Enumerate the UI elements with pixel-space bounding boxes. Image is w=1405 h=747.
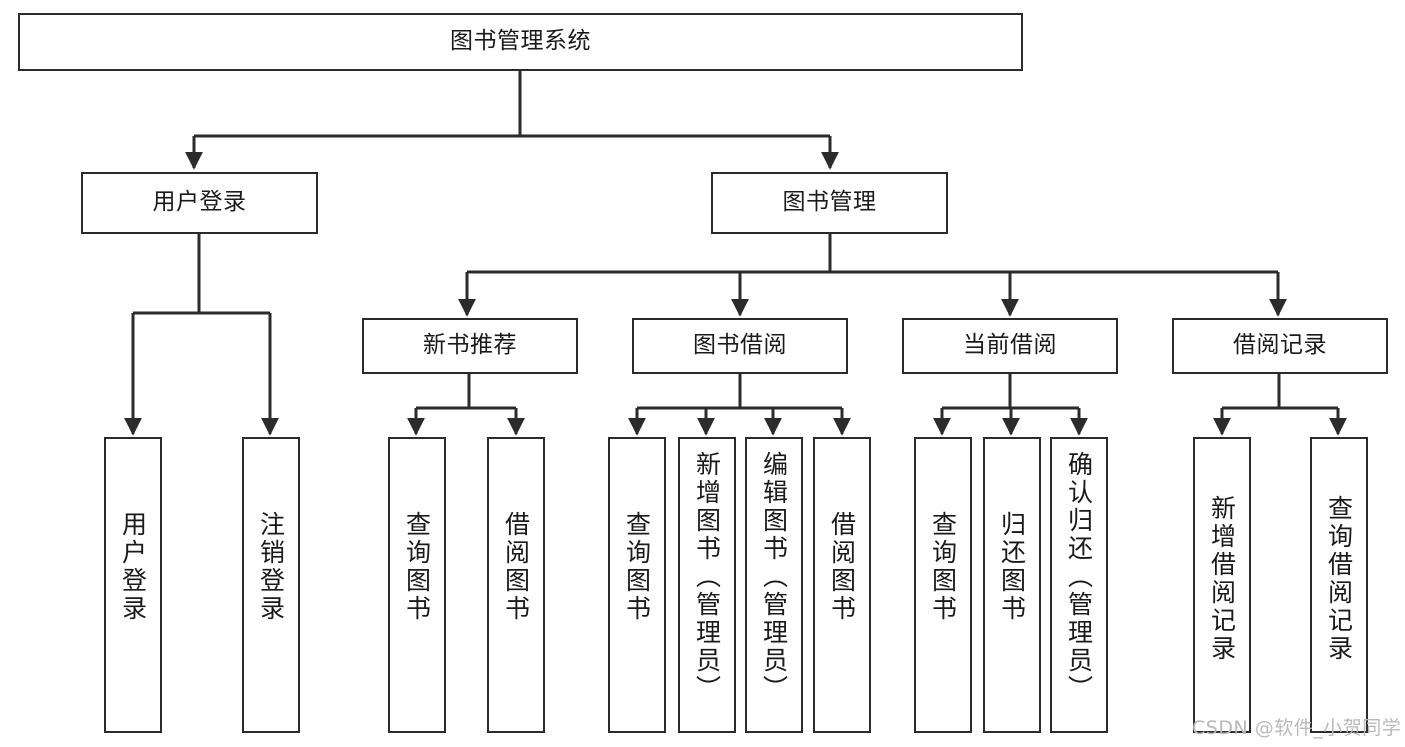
node-book-management[interactable]: 图书管理 [711, 172, 948, 234]
node-label: 用户登录 [152, 189, 247, 216]
leaf-new-book-query-books[interactable]: 查询图书 [388, 437, 446, 733]
csdn-watermark: CSDN @软件_小贺同学 [1192, 717, 1402, 739]
leaf-new-book-borrow-books[interactable]: 借阅图书 [487, 437, 545, 733]
leaf-borrow-record-add-record[interactable]: 新增借阅记录 [1193, 437, 1251, 733]
node-label: 新增图书（管理员） [692, 451, 722, 703]
node-book-borrow[interactable]: 图书借阅 [632, 318, 848, 374]
node-label: 编辑图书（管理员） [759, 451, 789, 703]
leaf-book-borrow-borrow-books[interactable]: 借阅图书 [813, 437, 871, 733]
node-label: 查询图书 [402, 511, 432, 623]
node-current-borrow[interactable]: 当前借阅 [902, 318, 1118, 374]
node-label: 当前借阅 [963, 332, 1057, 359]
node-label: 用户登录 [118, 511, 148, 623]
leaf-current-borrow-confirm-return-admin[interactable]: 确认归还（管理员） [1050, 437, 1108, 733]
leaf-user-login-signout[interactable]: 注销登录 [242, 437, 300, 733]
node-label: 查询图书 [928, 511, 958, 623]
node-label: 图书管理 [782, 189, 877, 216]
node-label: 归还图书 [997, 511, 1027, 623]
leaf-book-borrow-add-book-admin[interactable]: 新增图书（管理员） [678, 437, 736, 733]
node-label: 图书借阅 [693, 332, 787, 359]
node-label: 查询图书 [622, 511, 652, 623]
node-label: 查询借阅记录 [1324, 495, 1354, 663]
node-label: 注销登录 [256, 511, 286, 623]
node-label: 新书推荐 [423, 332, 517, 359]
leaf-borrow-record-query-record[interactable]: 查询借阅记录 [1310, 437, 1368, 733]
node-borrow-record[interactable]: 借阅记录 [1172, 318, 1388, 374]
node-root-library-system[interactable]: 图书管理系统 [18, 13, 1023, 71]
leaf-user-login-signin[interactable]: 用户登录 [104, 437, 162, 733]
node-new-book-recommendation[interactable]: 新书推荐 [362, 318, 578, 374]
node-user-login[interactable]: 用户登录 [81, 172, 318, 234]
leaf-current-borrow-return-books[interactable]: 归还图书 [983, 437, 1041, 733]
node-label: 确认归还（管理员） [1064, 451, 1094, 703]
node-label: 新增借阅记录 [1207, 495, 1237, 663]
node-label: 借阅图书 [827, 511, 857, 623]
leaf-book-borrow-query-books[interactable]: 查询图书 [608, 437, 666, 733]
node-label: 图书管理系统 [450, 28, 591, 55]
leaf-current-borrow-query-books[interactable]: 查询图书 [914, 437, 972, 733]
node-label: 借阅记录 [1233, 332, 1327, 359]
leaf-book-borrow-edit-book-admin[interactable]: 编辑图书（管理员） [745, 437, 803, 733]
node-label: 借阅图书 [501, 511, 531, 623]
